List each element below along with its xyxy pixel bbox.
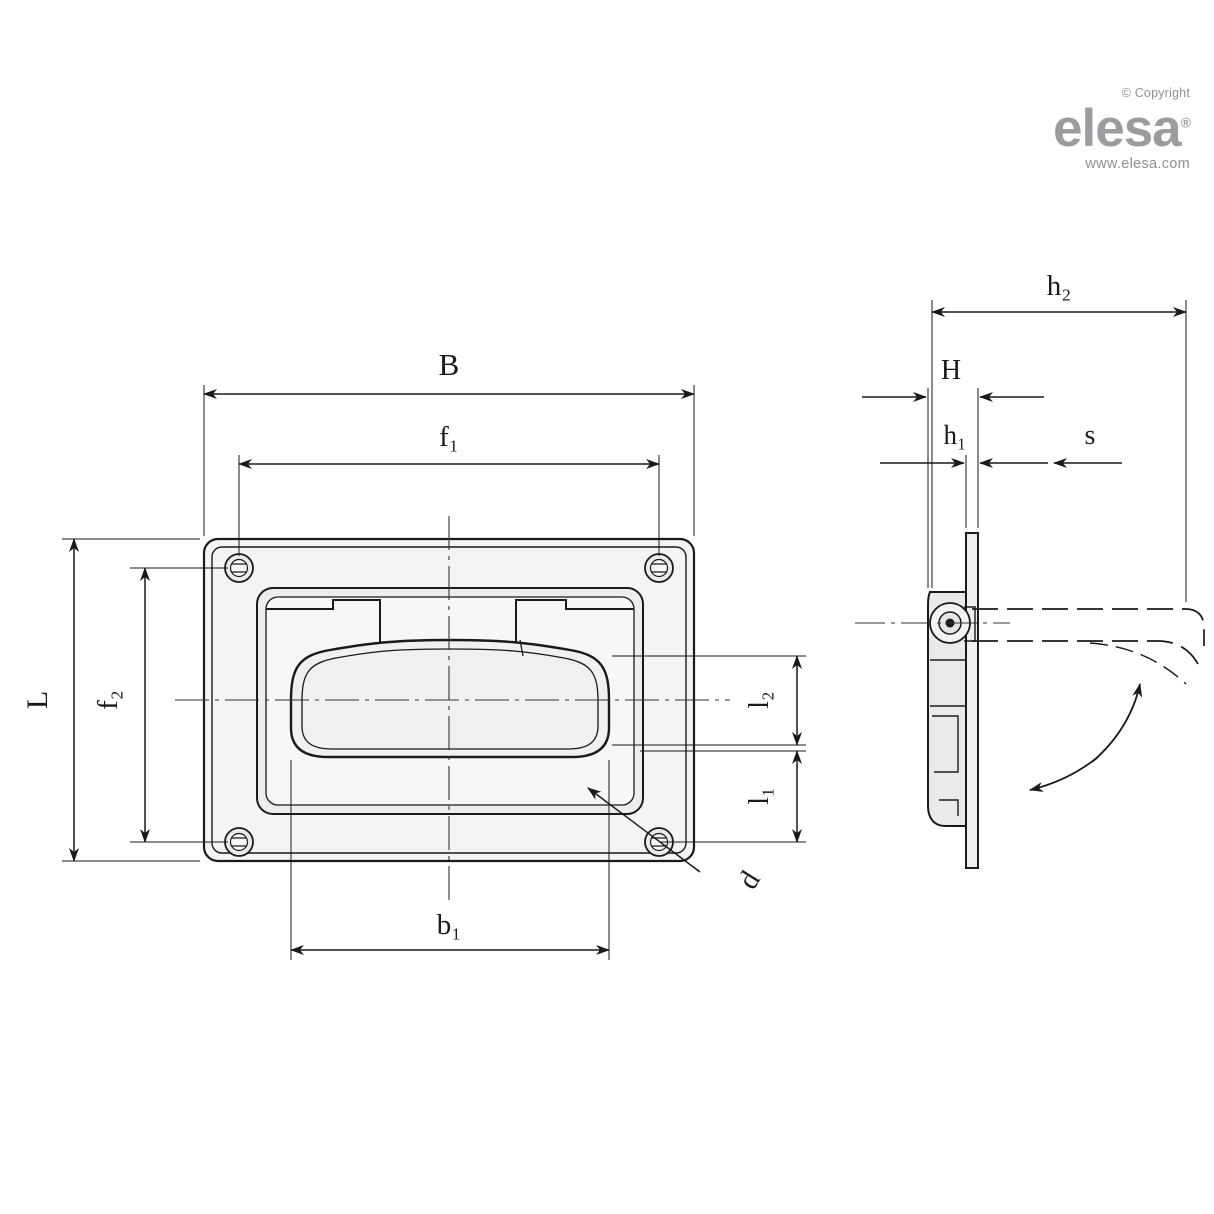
dim-label-f2: f₂ bbox=[92, 690, 124, 710]
dim-label-d: d bbox=[732, 865, 767, 895]
dim-label-l2: l₂ bbox=[744, 691, 775, 709]
dim-label-l1: l₁ bbox=[744, 787, 775, 805]
dim-label-s: s bbox=[1085, 420, 1096, 451]
handle-seam-line bbox=[519, 639, 524, 657]
copyright-text: © Copyright bbox=[1121, 86, 1190, 100]
rotation-arrow-down bbox=[1029, 756, 1099, 792]
side-view: h₂ H h₁ s bbox=[855, 270, 1205, 869]
dim-label-b1: b₁ bbox=[437, 909, 462, 941]
elesa-logo-text: elesa bbox=[1053, 99, 1182, 158]
handle-grip-inner bbox=[301, 648, 599, 750]
dim-label-h2: h₂ bbox=[1047, 270, 1072, 302]
registered-mark: ® bbox=[1180, 114, 1191, 131]
elesa-logo: elesa® bbox=[1010, 102, 1191, 155]
screw-top-right bbox=[644, 553, 674, 583]
screw-bottom-left bbox=[224, 827, 254, 857]
dim-label-L: L bbox=[21, 691, 54, 709]
rotation-arrow-up bbox=[1091, 683, 1143, 763]
side-body-block bbox=[927, 591, 967, 827]
dim-label-H: H bbox=[941, 355, 961, 386]
front-view: B f₁ L f₂ b₁ l₂ bbox=[21, 347, 806, 960]
screw-top-left bbox=[224, 553, 254, 583]
side-body-window bbox=[932, 715, 959, 773]
watermark-brand: © Copyright elesa® www.elesa.com bbox=[1010, 86, 1191, 173]
dim-label-B: B bbox=[439, 347, 460, 382]
dim-label-h1: h₁ bbox=[944, 420, 967, 450]
handle-open-position-phantom-top bbox=[972, 608, 1205, 646]
handle-open-position-phantom-bottom bbox=[972, 640, 1199, 665]
handle-open-position-phantom-edge bbox=[1089, 642, 1187, 685]
side-body-foot-detail bbox=[939, 799, 959, 816]
dim-label-f1: f₁ bbox=[439, 421, 459, 453]
handle-grip-outline bbox=[289, 638, 611, 759]
side-flange-plate bbox=[965, 532, 979, 869]
leader-line-d bbox=[587, 787, 701, 873]
elesa-website-url: www.elesa.com bbox=[1085, 156, 1190, 173]
